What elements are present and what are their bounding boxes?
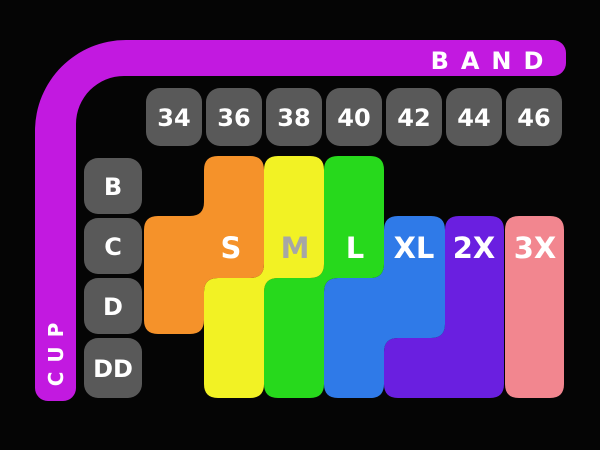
region-l <box>264 156 384 398</box>
size-label-xl: XL <box>394 231 435 265</box>
cup-tile-bg <box>84 278 142 334</box>
band-tile-bg <box>146 88 202 146</box>
band-tile: 46 <box>506 88 562 146</box>
cup-tile: D <box>84 278 142 334</box>
region-m <box>204 156 324 398</box>
cup-label: DD <box>93 355 133 383</box>
region-3x <box>505 216 564 398</box>
size-regions <box>144 156 564 398</box>
band-tile-bg <box>446 88 502 146</box>
band-tile-bg <box>326 88 382 146</box>
band-label: 42 <box>397 104 430 132</box>
band-tile: 38 <box>266 88 322 146</box>
cup-label: D <box>103 293 123 321</box>
region-2x <box>384 216 504 398</box>
band-header: 34 36 38 40 42 44 46 <box>146 88 562 146</box>
cup-axis-label: CUP <box>44 314 68 387</box>
band-axis-label: BAND <box>431 47 556 75</box>
band-tile-bg <box>206 88 262 146</box>
cup-tile: C <box>84 218 142 274</box>
band-label: 36 <box>217 104 250 132</box>
cup-tile-bg <box>84 338 142 398</box>
cup-column: B C D DD <box>84 158 142 398</box>
axis-arc <box>35 40 566 401</box>
band-tile: 36 <box>206 88 262 146</box>
region-s <box>144 156 264 334</box>
cup-tile: B <box>84 158 142 214</box>
band-tile-bg <box>506 88 562 146</box>
size-label-l: L <box>346 231 364 265</box>
band-label: 44 <box>457 104 490 132</box>
band-tile: 34 <box>146 88 202 146</box>
region-xl <box>324 216 445 398</box>
cup-tile: DD <box>84 338 142 398</box>
size-label-3x: 3X <box>514 231 557 265</box>
band-tile: 40 <box>326 88 382 146</box>
cup-tile-bg <box>84 158 142 214</box>
cup-tile-bg <box>84 218 142 274</box>
size-labels: S M L XL 2X 3X <box>221 231 557 265</box>
cup-label: C <box>104 233 122 261</box>
size-label-s: S <box>221 231 242 265</box>
band-tile: 42 <box>386 88 442 146</box>
band-label: 46 <box>517 104 550 132</box>
band-tile: 44 <box>446 88 502 146</box>
band-label: 38 <box>277 104 310 132</box>
cup-label: B <box>104 173 122 201</box>
band-tile-bg <box>266 88 322 146</box>
band-label: 34 <box>157 104 190 132</box>
band-label: 40 <box>337 104 370 132</box>
band-tile-bg <box>386 88 442 146</box>
size-label-m: M <box>281 231 310 265</box>
size-label-2x: 2X <box>453 231 496 265</box>
